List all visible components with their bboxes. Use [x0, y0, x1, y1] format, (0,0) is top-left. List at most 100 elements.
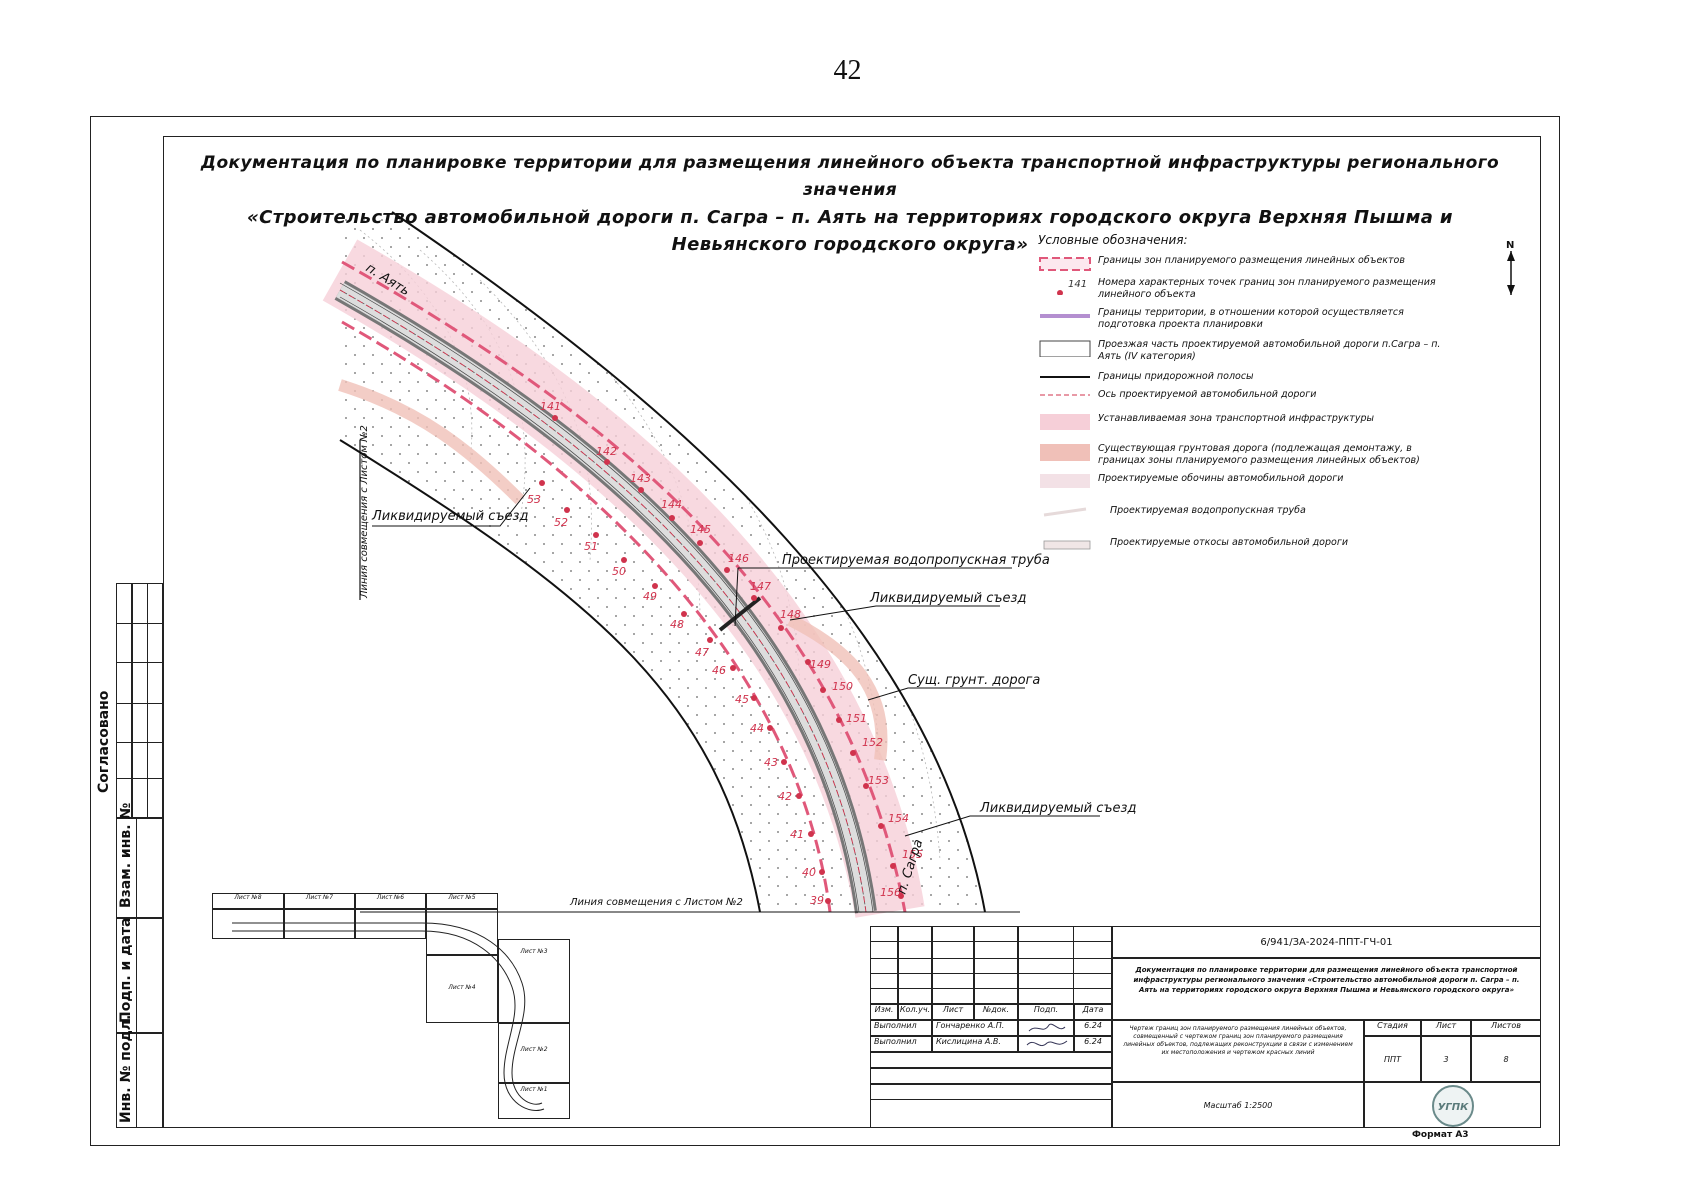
annotation-removed-exit-3: Ликвидируемый съезд	[979, 801, 1136, 816]
sheet-value: 3	[1421, 1036, 1471, 1082]
match-line-left-label: Линия совмещения с Листом №2	[359, 425, 370, 599]
row1-role: Выполнил	[870, 1020, 932, 1036]
logo-cell: УГПК	[1364, 1082, 1541, 1128]
point-label-50: 50	[612, 565, 626, 578]
point-43	[781, 759, 787, 765]
legend-text-dirt-road: Существующая грунтовая дорога (подлежаща…	[1098, 443, 1420, 466]
point-label-146: 146	[728, 552, 749, 565]
point-143	[638, 487, 644, 493]
carriageway-edge-outer	[339, 282, 874, 913]
road-axis-detail	[339, 289, 867, 913]
sheet-8: Лист №8	[212, 893, 284, 909]
stamp-row-6	[870, 1084, 1112, 1100]
signature-1-icon	[1028, 1023, 1066, 1032]
legend-text-axis: Ось проектируемой автомобильной дороги	[1098, 389, 1317, 400]
carriageway-swatch	[1039, 340, 1091, 357]
point-label-41: 41	[790, 828, 804, 841]
stamp-row-5	[870, 1068, 1112, 1084]
point-46	[730, 665, 736, 671]
legend: Условные обозначения: Границы зон планир…	[1038, 233, 1458, 550]
outer-frame	[90, 116, 1560, 1146]
legend-title: Условные обозначения:	[1038, 233, 1188, 247]
zone-border-swatch	[1039, 257, 1091, 271]
sheet-5: Лист №5	[426, 893, 498, 909]
point-label-155: 155	[902, 848, 923, 861]
row2-name: Кислицина А.В.	[932, 1036, 1018, 1052]
transport-zone-swatch	[1040, 414, 1090, 430]
row2-signature	[1018, 1036, 1074, 1052]
north-label: N	[1506, 240, 1515, 251]
scale: Масштаб 1:2500	[1112, 1082, 1364, 1128]
legend-text-slopes: Проектируемые откосы автомобильной дорог…	[1110, 537, 1349, 548]
hdr-list: Лист	[932, 1004, 974, 1020]
point-40	[819, 869, 825, 875]
point-146	[724, 567, 730, 573]
drawing-name: Чертеж границ зон планируемого размещени…	[1112, 1020, 1364, 1082]
point-label-47: 47	[695, 646, 709, 659]
sheet-label: Лист	[1421, 1020, 1471, 1036]
roadside-boundary-outer	[391, 211, 986, 913]
point-148	[778, 625, 784, 631]
point-41	[808, 831, 814, 837]
slopes-swatch	[1043, 540, 1091, 550]
point-label-51: 51	[584, 540, 598, 553]
stamp-row-3	[870, 988, 1112, 1004]
point-51	[593, 532, 599, 538]
culvert-swatch	[1043, 507, 1087, 517]
axis-swatch	[1040, 394, 1090, 396]
annotation-removed-exit-2: Ликвидируемый съезд	[869, 591, 1026, 606]
sheet-1: Лист №1	[498, 1083, 570, 1119]
point-151	[836, 717, 842, 723]
point-label-40: 40	[802, 866, 816, 879]
title-line-2: «Строительство автомобильной дороги п. С…	[247, 207, 1453, 255]
legend-text-points: Номера характерных точек границ зон план…	[1098, 277, 1436, 300]
sheet-4: Лист №4	[426, 955, 498, 1023]
point-53	[539, 480, 545, 486]
row2-date: 6.24	[1074, 1036, 1112, 1052]
side-approval-stamp: Согласовано Взам. инв. № Подп. и дата Ин…	[96, 583, 163, 1128]
point-label-154: 154	[888, 812, 909, 825]
point-154	[878, 823, 884, 829]
point-label-46: 46	[712, 664, 726, 677]
existing-dirt-road-right	[787, 614, 888, 761]
point-label-52: 52	[554, 516, 568, 529]
title-block: Изм. Кол.уч. Лист №док. Подп. Дата Выпол…	[870, 926, 1541, 1128]
title-line-1: Документация по планировке территории дл…	[200, 153, 1500, 200]
point-142	[604, 459, 610, 465]
annotation-culvert: Проектируемая водопропускная труба	[782, 553, 1050, 568]
document-code: 6/941/ЗА-2024-ППТ-ГЧ-01	[1112, 926, 1541, 958]
point-label-45: 45	[735, 693, 749, 706]
label-column	[116, 818, 137, 1128]
row1-date: 6.24	[1074, 1020, 1112, 1036]
sheets-label: Листов	[1471, 1020, 1541, 1036]
carriageway-edge-inner	[339, 296, 860, 913]
point-141	[552, 415, 558, 421]
point-label-49: 49	[643, 590, 657, 603]
point-156	[898, 893, 904, 899]
zone-border-inner	[341, 320, 832, 913]
svg-text:УГПК: УГПК	[1437, 1102, 1468, 1113]
point-label-143: 143	[630, 472, 651, 485]
outer-points-group: 141 142 143 144 145 146 147 148 149 150 …	[540, 400, 923, 899]
stamp-row-4	[870, 1052, 1112, 1068]
stamp-row-2	[870, 958, 1112, 974]
hdr-date: Дата	[1074, 1004, 1112, 1020]
hdr-izm: Изм.	[870, 1004, 898, 1020]
point-45	[751, 695, 757, 701]
point-153	[863, 783, 869, 789]
point-49	[652, 583, 658, 589]
sheet-6: Лист №6	[355, 893, 426, 909]
shoulder-swatch	[1040, 474, 1090, 488]
sheet-7: Лист №7	[284, 893, 355, 909]
inner-frame	[163, 136, 1541, 1128]
point-swatch: 141	[1057, 279, 1087, 295]
stage-value: ППТ	[1364, 1036, 1421, 1082]
zone-border-outer	[341, 260, 907, 913]
legend-text-shoulder: Проектируемые обочины автомобильной доро…	[1098, 473, 1344, 484]
point-label-144: 144	[661, 498, 682, 511]
agreed-row-2	[116, 703, 163, 743]
hdr-ndoc: №док.	[974, 1004, 1018, 1020]
stamp-row-1	[870, 926, 1112, 942]
point-label-153: 153	[868, 774, 889, 787]
